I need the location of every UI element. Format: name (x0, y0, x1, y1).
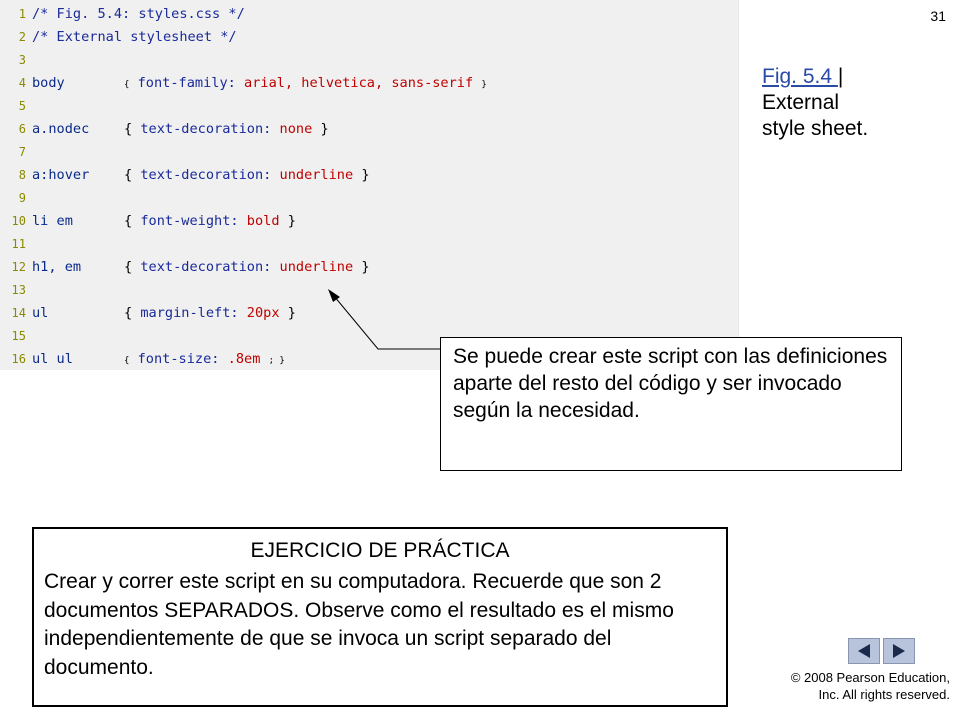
triangle-left-icon (858, 644, 870, 658)
code-line: 12 h1, em { text-decoration: underline } (0, 256, 370, 279)
css-selector: ul (32, 305, 49, 321)
css-property: font-weight: (140, 213, 239, 229)
open-brace: { (124, 259, 133, 275)
css-value: none (279, 121, 313, 137)
css-property: text-decoration: (140, 121, 272, 137)
code-line: 4 body { font-family: arial, helvetica, sa… (0, 72, 487, 95)
copyright-notice: © 2008 Pearson Education, Inc. All right… (791, 669, 950, 703)
next-slide-button[interactable] (883, 638, 915, 664)
line-number: 13 (11, 283, 26, 297)
open-brace: { (124, 121, 133, 137)
open-brace: { (124, 305, 133, 321)
code-line: 1 /* Fig. 5.4: styles.css */ (0, 3, 245, 26)
open-brace: { (124, 213, 133, 229)
line-number: 5 (18, 99, 26, 113)
slide-number: 31 (930, 8, 946, 24)
open-brace: { (124, 80, 130, 90)
code-line: 8 a:hover { text-decoration: underline } (0, 164, 370, 187)
line-number: 15 (11, 329, 26, 343)
callout-text: Se puede crear este script con las defin… (453, 345, 888, 422)
css-selector: li em (32, 213, 73, 229)
css-value: underline (279, 259, 354, 275)
line-number: 14 (11, 306, 26, 320)
code-line: 3 (0, 49, 32, 72)
previous-slide-button[interactable] (848, 638, 880, 664)
code-line: 16 ul ul { font-size: .8em ; } (0, 348, 285, 371)
css-value: underline (279, 167, 354, 183)
code-line: 11 (0, 233, 32, 256)
open-brace: { (124, 356, 130, 366)
css-value: arial, helvetica, sans-serif (244, 75, 474, 91)
triangle-right-icon (893, 644, 905, 658)
line-number: 11 (11, 237, 26, 251)
close-brace: } (361, 167, 370, 183)
line-number: 16 (11, 352, 26, 366)
line-number: 9 (18, 191, 26, 205)
caption-separator: | (837, 65, 844, 88)
code-comment: /* Fig. 5.4: styles.css */ (32, 6, 245, 22)
code-listing: 1 /* Fig. 5.4: styles.css */ 2 /* External … (0, 0, 739, 370)
line-number: 1 (18, 7, 26, 21)
line-number: 3 (18, 53, 26, 67)
line-number: 12 (11, 260, 26, 274)
css-value: bold (246, 213, 280, 229)
open-brace: { (124, 167, 133, 183)
css-property: text-decoration: (140, 259, 272, 275)
css-value: .8em (227, 351, 261, 367)
css-property: text-decoration: (140, 167, 272, 183)
css-selector: h1, em (32, 259, 82, 275)
code-line: 14 ul { margin-left: 20px } (0, 302, 296, 325)
code-line: 6 a.nodec { text-decoration: none } (0, 118, 329, 141)
close-brace: } (320, 121, 329, 137)
callout-box: Se puede crear este script con las defin… (440, 337, 902, 471)
code-comment: /* External stylesheet */ (32, 29, 237, 45)
line-number: 4 (18, 76, 26, 90)
exercise-box: EJERCICIO DE PRÁCTICA Crear y correr est… (32, 527, 728, 707)
slide-navigation (848, 638, 915, 664)
code-line: 7 (0, 141, 32, 164)
css-property: font-size: (137, 351, 220, 367)
exercise-body: Crear y correr este script en su computa… (44, 570, 674, 679)
css-selector: a:hover (32, 167, 90, 183)
css-property: font-family: (137, 75, 236, 91)
exercise-title: EJERCICIO DE PRÁCTICA (250, 539, 510, 562)
line-number: 10 (11, 214, 26, 228)
code-line: 10 li em { font-weight: bold } (0, 210, 296, 233)
code-line: 2 /* External stylesheet */ (0, 26, 237, 49)
close-brace: ; } (268, 356, 285, 366)
close-brace: } (287, 305, 296, 321)
figure-caption: Fig. 5.4 | External style sheet. (762, 64, 942, 142)
code-line: 13 (0, 279, 32, 302)
caption-line-1: External (762, 91, 840, 114)
code-line: 5 (0, 95, 32, 118)
caption-line-2: style sheet. (762, 117, 869, 140)
close-brace: } (361, 259, 370, 275)
css-selector: ul ul (32, 351, 73, 367)
code-line: 15 (0, 325, 32, 348)
css-property: margin-left: (140, 305, 239, 321)
close-brace: } (287, 213, 296, 229)
line-number: 7 (18, 145, 26, 159)
close-brace: } (481, 80, 487, 90)
line-number: 6 (18, 122, 26, 136)
line-number: 2 (18, 30, 26, 44)
css-selector: a.nodec (32, 121, 90, 137)
code-line: 9 (0, 187, 32, 210)
css-selector: body (32, 75, 65, 91)
line-number: 8 (18, 168, 26, 182)
figure-link[interactable]: Fig. 5.4 (762, 65, 838, 88)
copyright-line-2: Inc. All rights reserved. (818, 687, 951, 702)
copyright-line-1: © 2008 Pearson Education, (790, 670, 950, 685)
css-value: 20px (246, 305, 280, 321)
